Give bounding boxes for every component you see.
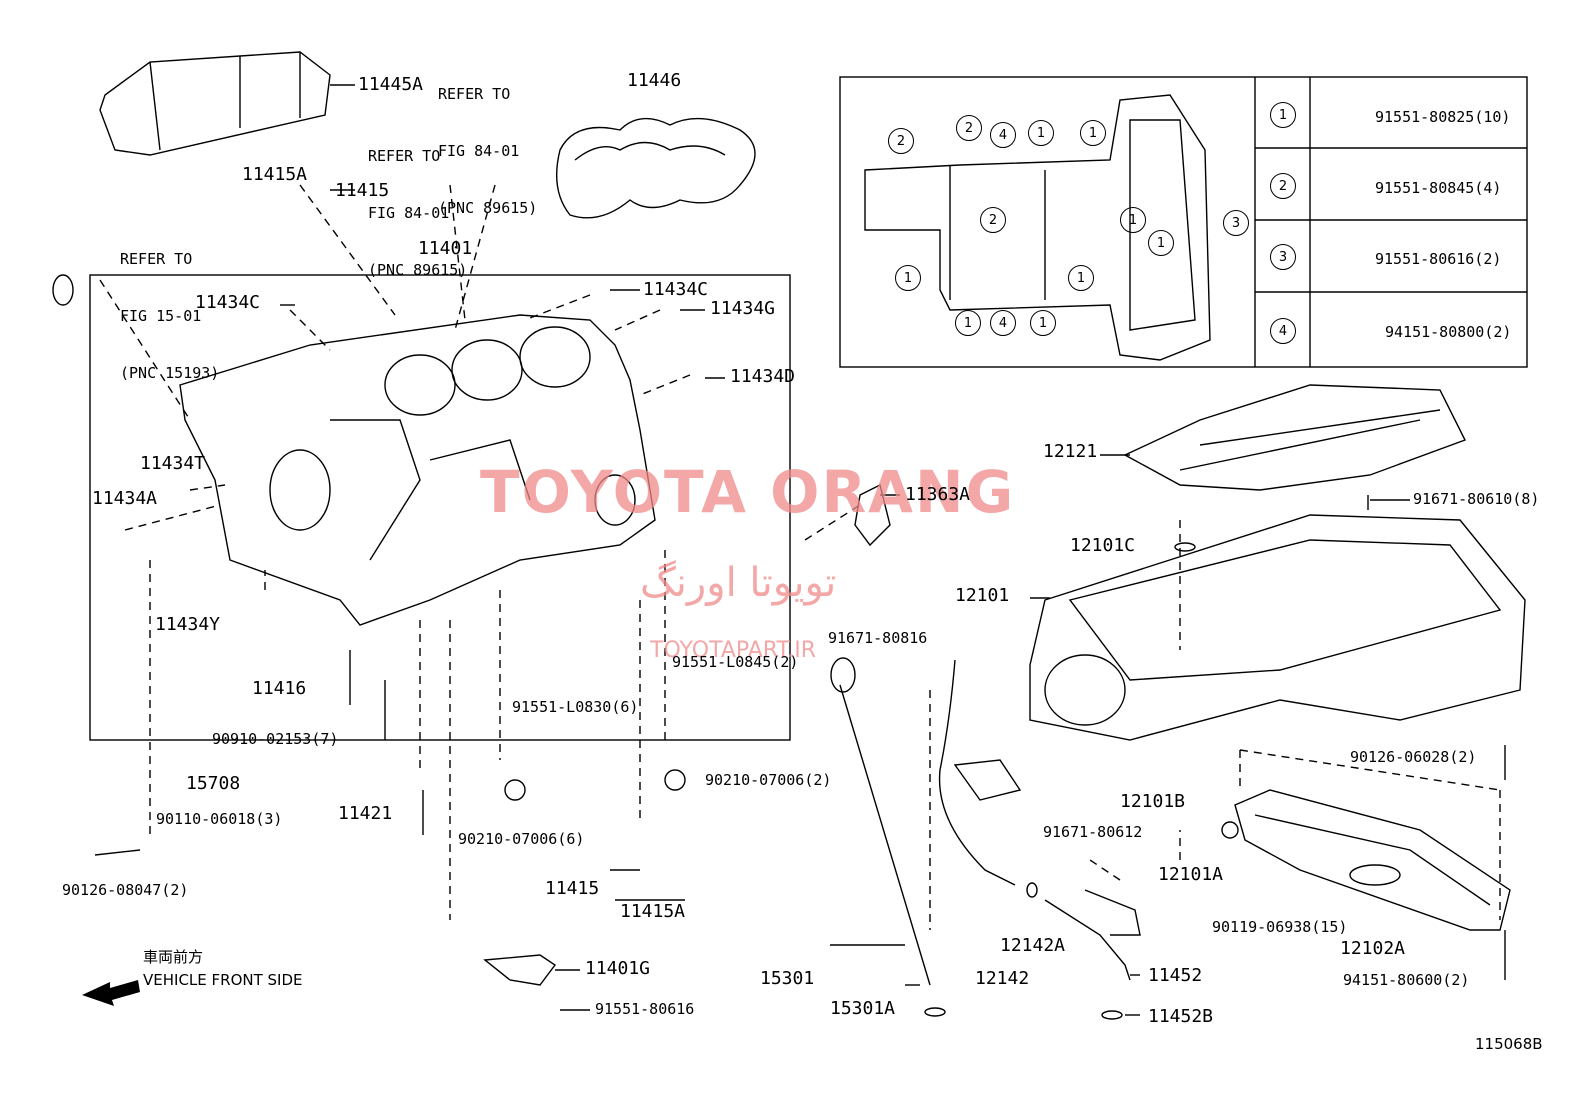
label-11401: 11401 — [418, 238, 473, 259]
engine-block-frame — [89, 274, 791, 741]
gasket-marker: 2 — [888, 128, 914, 154]
label-11445A: 11445A — [358, 74, 424, 95]
label-11434D: 11434D — [730, 366, 796, 387]
label-15301A: 15301A — [830, 998, 896, 1019]
part-11445A-shape — [99, 51, 331, 156]
label-90110-06018: 90110-06018(3) — [156, 810, 283, 828]
watermark-brand: TOYOTA ORANG — [480, 458, 1016, 526]
front-arrow-icon — [82, 980, 140, 1006]
part-12101-shape — [1029, 514, 1526, 741]
part-11452-shape — [1044, 899, 1131, 981]
seal-ring-shape — [52, 274, 74, 306]
figure-id: 115068B — [1475, 1035, 1543, 1053]
inset-gasket-shape — [864, 94, 1211, 361]
label-11452: 11452 — [1148, 965, 1203, 986]
front-note-english: VEHICLE FRONT SIDE — [143, 971, 303, 989]
label-94151-80600: 94151-80600(2) — [1343, 971, 1470, 989]
part-11363A-shape — [854, 483, 891, 547]
label-90910-02153: 90910-02153(7) — [212, 730, 339, 748]
label-12101A: 12101A — [1158, 864, 1224, 885]
label-11434T: 11434T — [140, 453, 206, 474]
label-11434C-right: 11434C — [643, 279, 709, 300]
label-91671-80610: 91671-80610(8) — [1413, 490, 1540, 508]
gasket-marker: 4 — [990, 310, 1016, 336]
bolt-table-part-2: 91551-80845(4) — [1375, 179, 1502, 197]
gasket-marker: 2 — [980, 207, 1006, 233]
bolt-table-part-1: 91551-80825(10) — [1375, 108, 1511, 126]
gasket-marker: 1 — [1030, 310, 1056, 336]
gasket-marker: 1 — [1080, 120, 1106, 146]
engine-block-shape — [179, 314, 656, 626]
label-15301: 15301 — [760, 968, 815, 989]
label-11415-bottom: 11415 — [545, 878, 600, 899]
label-90210-07006-b: 90210-07006(2) — [705, 771, 832, 789]
gasket-marker: 1 — [1068, 265, 1094, 291]
label-90119-06938: 90119-06938(15) — [1212, 918, 1348, 936]
bolt-table-num-3: 3 — [1270, 244, 1296, 270]
bolt-table-part-3: 91551-80616(2) — [1375, 250, 1502, 268]
gasket-inset-frame — [839, 76, 1528, 368]
label-11421: 11421 — [338, 803, 393, 824]
label-11401G: 11401G — [585, 958, 651, 979]
label-11416: 11416 — [252, 678, 307, 699]
label-12101: 12101 — [955, 585, 1010, 606]
label-91551-L0830: 91551-L0830(6) — [512, 698, 639, 716]
bolt-table-num-4: 4 — [1270, 318, 1296, 344]
gasket-marker: 4 — [990, 122, 1016, 148]
label-12101B: 12101B — [1120, 791, 1186, 812]
gasket-marker: 1 — [955, 310, 981, 336]
label-12142: 12142 — [975, 968, 1030, 989]
label-11415-top: 11415 — [335, 180, 390, 201]
label-90126-06028: 90126-06028(2) — [1350, 748, 1477, 766]
watermark-persian: تویوتا اورنگ — [640, 560, 837, 606]
label-90210-07006-a: 90210-07006(6) — [458, 830, 585, 848]
gasket-marker: 1 — [1148, 230, 1174, 256]
part-12102A-shape — [1234, 789, 1511, 931]
gasket-marker: 1 — [1120, 207, 1146, 233]
part-15301-shape — [839, 684, 931, 986]
refer-note-fig15: REFER TO FIG 15-01 (PNC 15193) — [120, 250, 220, 382]
watermark-site: TOYOTAPART.IR — [650, 638, 817, 663]
label-11434A: 11434A — [92, 488, 158, 509]
part-11401G-shape — [483, 954, 557, 986]
part-12142-shape — [938, 659, 1016, 886]
label-12101C: 12101C — [1070, 535, 1136, 556]
gasket-marker: 1 — [895, 265, 921, 291]
label-90126-08047: 90126-08047(2) — [62, 881, 189, 899]
label-91551-80616-bottom: 91551-80616 — [595, 1000, 695, 1018]
label-11434Y: 11434Y — [155, 614, 221, 635]
refer-note-fig84-a: REFER TO FIG 84-01 (PNC 89615) — [438, 85, 538, 217]
gasket-marker: 2 — [956, 115, 982, 141]
label-12102A: 12102A — [1340, 938, 1406, 959]
label-91551-L0845: 91551-L0845(2) — [672, 653, 799, 671]
label-11415A-top: 11415A — [242, 164, 308, 185]
label-12142A: 12142A — [1000, 935, 1066, 956]
label-91671-80612: 91671-80612 — [1043, 823, 1143, 841]
label-91671-80816: 91671-80816 — [828, 629, 928, 647]
front-note-japanese: 車両前方 — [143, 948, 204, 966]
part-11446-shape — [555, 117, 756, 219]
bolt-table-num-2: 2 — [1270, 173, 1296, 199]
label-11446: 11446 — [627, 70, 682, 91]
label-15708: 15708 — [186, 773, 241, 794]
label-11415A-bottom: 11415A — [620, 901, 686, 922]
gasket-marker: 3 — [1223, 210, 1249, 236]
refer-note-fig84-b: REFER TO FIG 84-01 (PNC 89615) — [368, 147, 468, 279]
label-11452B: 11452B — [1148, 1006, 1214, 1027]
label-11434G: 11434G — [710, 298, 776, 319]
label-11363A: 11363A — [905, 484, 971, 505]
bolt-table-num-1: 1 — [1270, 102, 1296, 128]
part-12121-shape — [1123, 384, 1466, 491]
label-12121: 12121 — [1043, 441, 1098, 462]
bolt-table-part-4: 94151-80800(2) — [1385, 323, 1512, 341]
gasket-marker: 1 — [1028, 120, 1054, 146]
label-11434C-left: 11434C — [195, 292, 261, 313]
